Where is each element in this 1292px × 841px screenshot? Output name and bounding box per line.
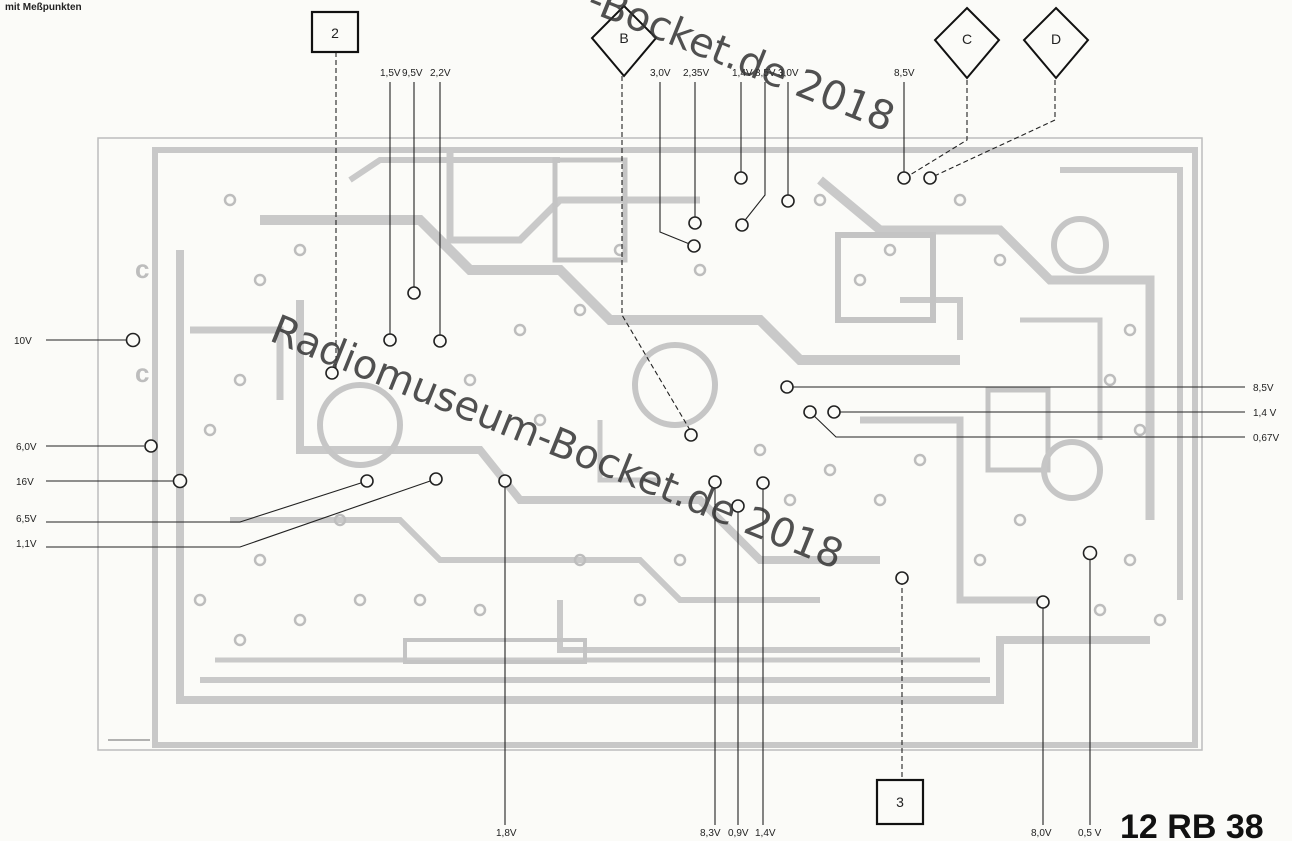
watermark-main: Radiomuseum-Bocket.de 2018: [264, 307, 849, 579]
svg-text:3: 3: [896, 794, 904, 810]
test-points: [125, 171, 1098, 609]
label-left-1: 10V: [14, 336, 32, 347]
right-measurement-labels: 8,5V 1,4 V 0,67V: [1253, 383, 1279, 444]
svg-text:D: D: [1051, 31, 1061, 47]
label-left-3: 16V: [16, 477, 34, 488]
label-bottom-1: 1,8V: [496, 828, 517, 839]
label-bottom-4: 1,4V: [755, 828, 776, 839]
label-top-3: 2,2V: [430, 68, 451, 79]
svg-text:C: C: [962, 31, 972, 47]
label-top-9: 8,5V: [894, 68, 915, 79]
marker-diamond-b: B: [590, 4, 658, 78]
marker-diamond-d: D: [1022, 6, 1090, 80]
label-top-7: 8,5V: [755, 68, 776, 79]
label-bottom-6: 0,5 V: [1078, 828, 1102, 839]
label-left-4: 6,5V: [16, 514, 37, 525]
label-bottom-2: 8,3V: [700, 828, 721, 839]
label-bottom-5: 8,0V: [1031, 828, 1052, 839]
marker-square-2: 2: [310, 10, 360, 54]
top-measurement-labels: 1,5V 9,5V 2,2V 3,0V 2,35V 1,4V 8,5V 3,0V…: [380, 68, 915, 79]
svg-text:2: 2: [331, 25, 339, 41]
label-right-2: 1,4 V: [1253, 408, 1277, 419]
label-top-2: 9,5V: [402, 68, 423, 79]
label-top-8: 3,0V: [778, 68, 799, 79]
label-top-1: 1,5V: [380, 68, 401, 79]
pcb-board: c c: [97, 137, 1203, 751]
svg-text:c: c: [135, 358, 149, 388]
measurement-leaders: [46, 82, 1245, 825]
svg-text:B: B: [619, 30, 628, 46]
label-top-6: 1,4V: [732, 68, 753, 79]
marker-diamond-c: C: [933, 6, 1001, 80]
svg-text:c: c: [135, 254, 149, 284]
label-bottom-3: 0,9V: [728, 828, 749, 839]
header-caption: mit Meßpunkten: [5, 2, 82, 13]
label-left-2: 6,0V: [16, 442, 37, 453]
model-number: 12 RB 38: [1120, 808, 1264, 841]
marker-square-3: 3: [875, 778, 925, 826]
label-left-5: 1,1V: [16, 539, 37, 550]
label-right-3: 0,67V: [1253, 433, 1279, 444]
left-measurement-labels: 10V 6,0V 16V 6,5V 1,1V: [14, 336, 37, 550]
label-right-1: 8,5V: [1253, 383, 1274, 394]
marker-leaders: [335, 52, 1056, 780]
label-top-4: 3,0V: [650, 68, 671, 79]
label-top-5: 2,35V: [683, 68, 709, 79]
bottom-measurement-labels: 1,8V 8,3V 0,9V 1,4V 8,0V 0,5 V: [496, 828, 1102, 839]
